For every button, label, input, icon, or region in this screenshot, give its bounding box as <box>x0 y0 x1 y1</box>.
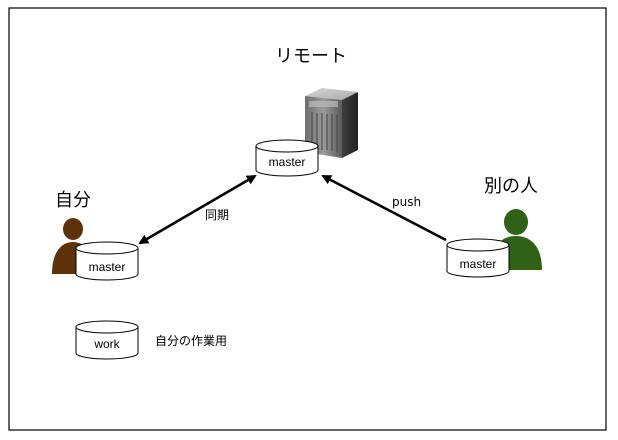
sync-label: 同期 <box>205 208 229 222</box>
push-label: push <box>392 195 421 209</box>
self-master-db: master <box>75 241 139 281</box>
self-work-label: work <box>93 337 120 351</box>
other-master-label: master <box>460 257 497 271</box>
other-label: 別の人 <box>484 176 538 197</box>
diagram-frame <box>8 7 607 431</box>
other-master-db: master <box>446 238 510 278</box>
server-tower-icon <box>305 88 358 158</box>
self-work-db: work <box>75 320 139 360</box>
self-label: 自分 <box>55 190 91 211</box>
remote-label: リモート <box>275 46 347 67</box>
push-arrow <box>321 174 447 242</box>
self-master-label: master <box>89 260 126 274</box>
remote-master-label: master <box>269 155 306 169</box>
sync-arrow <box>138 174 257 245</box>
work-note-label: 自分の作業用 <box>155 334 227 348</box>
remote-master-db: master <box>255 139 319 177</box>
